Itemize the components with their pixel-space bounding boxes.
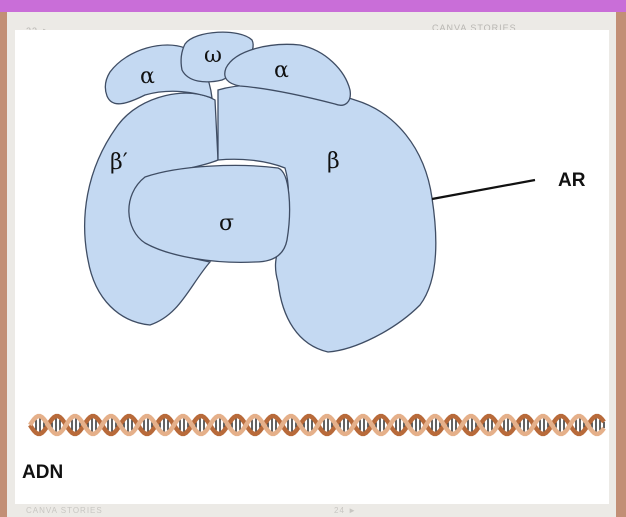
footer-left: CANVA STORIES <box>26 506 103 515</box>
beta-label: β <box>327 149 340 174</box>
arn-label: AR <box>558 170 586 191</box>
rna-pointer-line <box>432 180 535 199</box>
beta-prime-label: β′ <box>110 150 128 175</box>
dna-helix <box>30 416 604 434</box>
adn-label: ADN <box>22 462 63 483</box>
omega-label: ω <box>204 43 222 68</box>
alpha-left-label: α <box>140 64 155 89</box>
alpha-right-label: α <box>274 58 289 83</box>
sigma-label: σ <box>219 211 234 236</box>
footer-right: 24 ► <box>334 506 357 515</box>
